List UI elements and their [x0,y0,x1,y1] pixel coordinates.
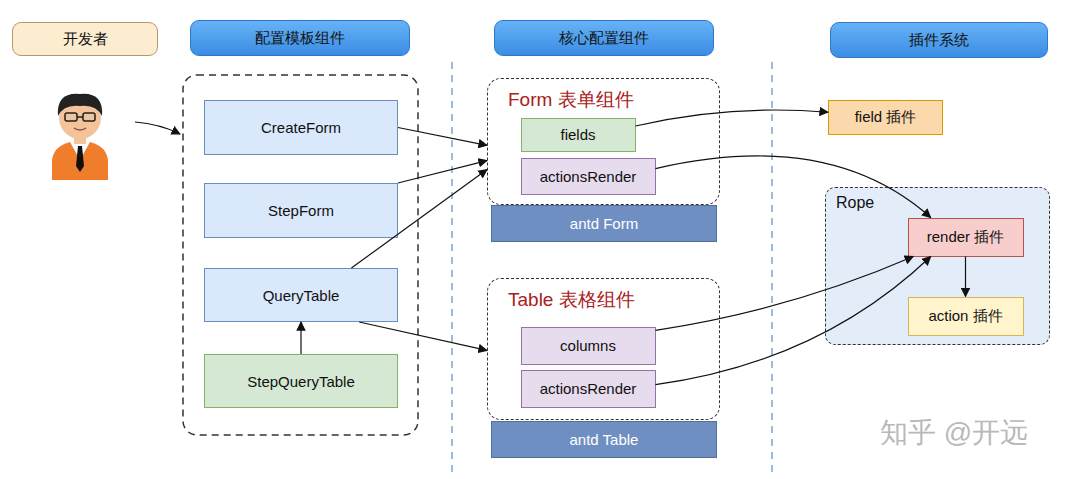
group-heading: Form 表单组件 [508,87,634,113]
config-box: actionsRender [521,158,656,195]
template-box: StepForm [204,183,398,238]
box-label: 核心配置组件 [559,29,649,48]
header-box: 开发者 [12,22,158,56]
group-heading: Rope [836,194,874,212]
template-group-outline [183,75,418,435]
plugin-box: render 插件 [908,218,1024,257]
header-box: 核心配置组件 [494,20,714,56]
box-label: antd Table [570,431,639,448]
box-label: action 插件 [928,307,1002,326]
config-box: fields [521,118,636,152]
separator-line [451,62,452,472]
connector-arrow [636,110,829,126]
group-heading: Table 表格组件 [508,287,635,313]
box-label: 配置模板组件 [255,29,345,48]
connector-arrow [965,257,966,297]
box-label: StepForm [268,202,334,219]
component-group: Table 表格组件 columns actionsRender [487,278,720,420]
antd-bar: antd Form [491,205,717,242]
template-box: QueryTable [204,268,398,322]
template-box: CreateForm [204,100,398,155]
plugin-box: action 插件 [908,297,1024,336]
template-box: StepQueryTable [204,354,398,408]
box-label: actionsRender [540,168,637,185]
watermark: 知乎 @开远 [880,414,1028,452]
connector-arrow [398,161,487,183]
box-label: CreateForm [261,119,341,136]
connector-arrow [351,169,487,268]
box-label: field 插件 [855,108,917,127]
connector-arrow [398,128,487,146]
config-box: columns [521,327,656,365]
connector-arrow [359,322,487,350]
antd-bar: antd Table [491,421,717,458]
plugin-group: Rope render 插件 action 插件 [825,187,1050,345]
box-label: antd Form [570,215,638,232]
box-label: columns [560,337,616,354]
plugin-box: field 插件 [828,100,943,135]
config-box: actionsRender [521,370,656,408]
box-label: fields [560,126,595,143]
box-label: actionsRender [540,380,637,397]
connector-arrow [300,322,301,354]
box-label: 插件系统 [909,31,969,50]
connector-arrow [656,257,914,331]
connector-arrow [656,156,931,218]
developer-arrow [135,122,180,134]
box-label: StepQueryTable [247,373,355,390]
header-box: 配置模板组件 [190,20,410,56]
developer-figure [52,94,108,180]
connector-arrow [656,257,931,385]
box-label: QueryTable [263,287,340,304]
header-box: 插件系统 [830,22,1048,58]
component-group: Form 表单组件 fields actionsRender [487,78,720,205]
box-label: render 插件 [927,228,1005,247]
separator-line [771,62,772,472]
box-label: 开发者 [63,30,108,49]
